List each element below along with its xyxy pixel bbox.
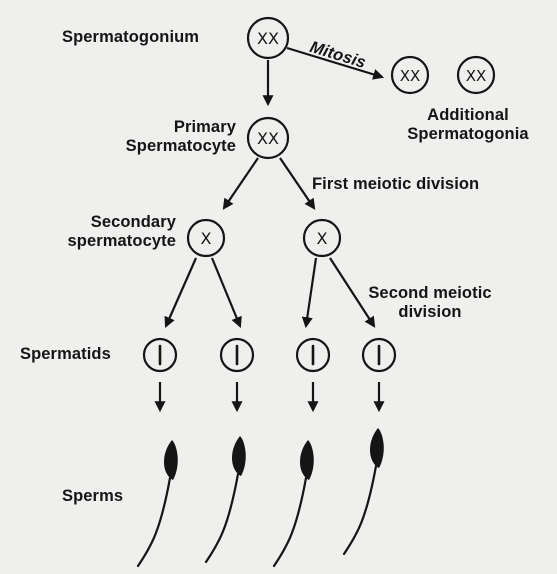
additional-spermatogonia-label: Additional Spermatogonia: [388, 106, 548, 144]
arrow-icon: [166, 258, 196, 326]
spermatogonium-chromosomes: XX: [257, 29, 279, 48]
sperm-icon: [138, 440, 178, 566]
additional-label-line2: Spermatogonia: [388, 125, 548, 144]
spermatid-cell-icon: [297, 339, 329, 371]
sperm-icon: [274, 440, 314, 566]
additional-label-line1: Additional: [388, 106, 548, 125]
secondary-chromosomes-2: X: [317, 229, 328, 248]
spermatogonium-label: Spermatogonium: [62, 28, 199, 47]
secondary-chromosomes-1: X: [201, 229, 212, 248]
sperm-icon: [344, 428, 384, 554]
secondary-label-line2: spermatocyte: [28, 232, 176, 251]
additional-chromosomes-2: XX: [466, 67, 487, 85]
arrow-icon: [212, 258, 240, 326]
first-meiotic-division-label: First meiotic division: [312, 175, 479, 194]
primary-chromosomes: XX: [257, 129, 279, 148]
arrow-icon: [280, 158, 314, 208]
second-meiotic-line1: Second meiotic: [355, 284, 505, 303]
arrow-icon: [306, 258, 316, 326]
second-meiotic-division-label: Second meiotic division: [355, 284, 505, 322]
spermatid-cell-icon: [221, 339, 253, 371]
secondary-spermatocyte-label: Secondary spermatocyte: [28, 213, 176, 251]
primary-label-line2: Spermatocyte: [70, 137, 236, 156]
secondary-label-line1: Secondary: [28, 213, 176, 232]
spermatid-cell-icon: [363, 339, 395, 371]
arrow-icon: [224, 158, 258, 208]
sperms-label: Sperms: [62, 487, 123, 506]
spermatid-cell-icon: [144, 339, 176, 371]
primary-label-line1: Primary: [70, 118, 236, 137]
second-meiotic-line2: division: [355, 303, 505, 322]
primary-spermatocyte-label: Primary Spermatocyte: [70, 118, 236, 156]
sperm-icon: [206, 436, 246, 562]
spermatids-label: Spermatids: [20, 345, 111, 364]
additional-chromosomes-1: XX: [400, 67, 421, 85]
